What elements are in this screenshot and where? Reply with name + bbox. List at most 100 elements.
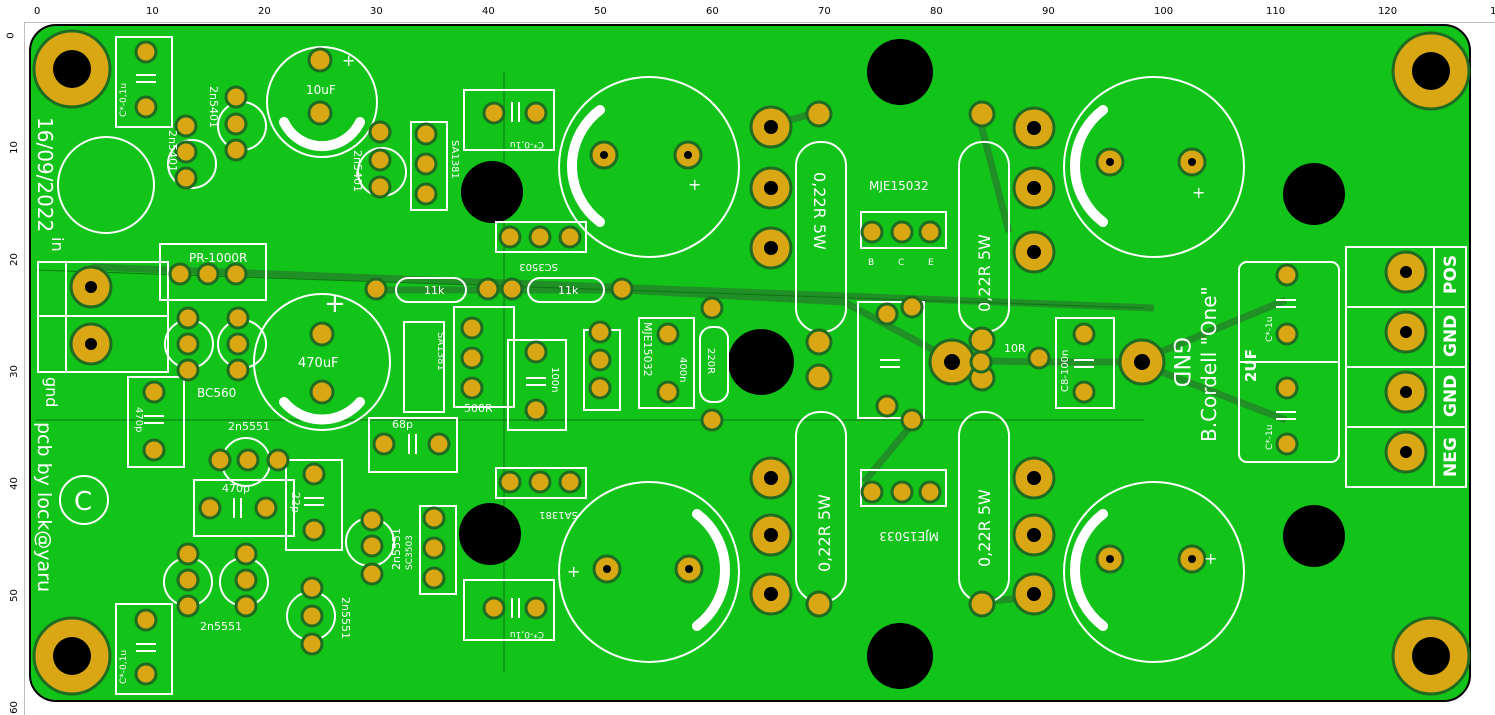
cap-68p-label: 68p <box>392 418 413 431</box>
ruler-x-tick: 90 <box>1042 6 1055 17</box>
ruler-x-tick: 120 <box>1378 6 1398 17</box>
sa1381-top-label: SA1381 <box>449 140 460 179</box>
ruler-x-tick: 1 <box>1490 6 1495 17</box>
cap-470uf-label: 470uF <box>298 356 339 371</box>
svg-text:+: + <box>1204 549 1217 568</box>
ruler-y-tick: 20 <box>8 253 20 266</box>
cap-c01-c-label: C*-0,1u <box>510 139 544 149</box>
ruler-x-tick: 60 <box>706 6 719 17</box>
hole-heatsink-7 <box>867 623 933 689</box>
ruler-x-tick: 80 <box>930 6 943 17</box>
cap-470p-b-label: 470p <box>133 407 144 432</box>
sc3503-top-label: SC3503 <box>519 261 558 272</box>
svg-text:+: + <box>324 289 346 319</box>
ruler-y-tick: 30 <box>8 365 20 378</box>
r220-label: 220R <box>705 348 716 374</box>
pin-b-label: B <box>868 258 874 268</box>
hole-heatsink-5 <box>459 503 521 565</box>
ruler-x-tick: 20 <box>258 6 271 17</box>
mje15032-top-label: MJE15032 <box>869 179 929 193</box>
svg-text:+: + <box>342 51 355 70</box>
ruler-y-tick: 10 <box>8 141 20 154</box>
svg-text:+: + <box>688 175 701 194</box>
cap-10uf-label: 10uF <box>306 83 336 97</box>
mount-hole-bl <box>32 616 112 696</box>
horizontal-ruler: 0 10 20 30 40 50 60 70 80 90 100 110 120 1 <box>0 0 1495 23</box>
t2n5401-b-label: 2n5401 <box>207 86 220 128</box>
ruler-y-tick: 50 <box>8 589 20 602</box>
bc560-label: BC560 <box>197 386 236 400</box>
silk-labels: 16/09/2022 in gnd pcb by lock@yaru C B.C… <box>33 83 1461 684</box>
copyright-mark: C <box>74 487 92 517</box>
silkscreen <box>37 36 1467 695</box>
svg-text:+: + <box>567 562 580 581</box>
r022-4-label: 0,22R 5W <box>975 489 994 567</box>
sc3503-bot-label: SC3503 <box>405 535 415 570</box>
cap-2uf-label: 2UF <box>1242 349 1260 382</box>
plus-marks: + + + + + + <box>324 51 1217 581</box>
ruler-x-tick: 50 <box>594 6 607 17</box>
hole-heatsink-2 <box>461 161 523 223</box>
ruler-y-tick: 60 <box>8 701 20 714</box>
hole-heatsink-4 <box>728 329 794 395</box>
hole-heatsink-3 <box>1283 163 1345 225</box>
res-500r-label: 500R <box>464 402 493 415</box>
hole-heatsink-6 <box>1283 505 1345 567</box>
term-gnd1-label: GND <box>1441 315 1461 357</box>
credit-label: pcb by lock@yaru <box>33 422 55 592</box>
t2n5551-d-label: 2n5551 <box>390 528 403 570</box>
mje15032-mid-label: MJE15032 <box>641 322 654 377</box>
mje15033-label: MJE15033 <box>879 529 939 543</box>
sa1381-mid-label: SA1381 <box>435 332 446 371</box>
t2n5401-c-label: 2n5401 <box>351 150 364 192</box>
ruler-x-tick: 0 <box>34 6 41 17</box>
mount-hole-tl <box>32 29 112 109</box>
t2n5551-c-label: 2n5551 <box>339 597 352 639</box>
r022-3-label: 0,22R 5W <box>815 494 834 572</box>
term-neg-label: NEG <box>1441 437 1461 477</box>
pads <box>69 40 1428 686</box>
cap-c1u-b-label: C*-1u <box>1265 425 1275 450</box>
gnd-big-label: GND <box>1168 337 1193 387</box>
cap-c01-d-label: C*-0,1u <box>510 629 544 639</box>
cap-c01-b-label: C*-0,1u <box>119 650 129 684</box>
mount-hole-tr <box>1391 31 1471 111</box>
mounting-holes <box>32 29 1471 696</box>
polarity-marks <box>279 105 1108 631</box>
sa1381-bot-label: SA1381 <box>539 509 578 520</box>
hole-heatsink-1 <box>867 39 933 105</box>
vertical-ruler: 0 10 20 30 40 50 60 <box>0 22 25 715</box>
pot-label: PR-1000R <box>189 251 247 265</box>
cap-22p-label: 22p <box>289 492 302 513</box>
t2n5401-a-label: 2n5401 <box>166 130 179 172</box>
ruler-x-tick: 70 <box>818 6 831 17</box>
author-label: B.Cordell "One" <box>1197 286 1221 442</box>
r10-label: 10R <box>1004 342 1026 355</box>
cap-470p-a-label: 470p <box>222 482 250 495</box>
pin-e-label: E <box>928 258 934 268</box>
r11k-a-label: 11k <box>424 284 445 297</box>
r022-2-label: 0,22R 5W <box>975 234 994 312</box>
input-label: in <box>48 237 67 252</box>
ruler-y-tick: 40 <box>8 477 20 490</box>
ruler-x-tick: 10 <box>146 6 159 17</box>
ruler-x-tick: 30 <box>370 6 383 17</box>
mount-hole-br <box>1391 616 1471 696</box>
ruler-x-tick: 40 <box>482 6 495 17</box>
cap-c1u-a-label: C*-1u <box>1265 317 1275 342</box>
cap-symbols <box>136 74 1296 652</box>
ruler-x-tick: 110 <box>1266 6 1286 17</box>
term-pos-label: POS <box>1441 255 1461 294</box>
ruler-y-tick: 0 <box>5 32 17 39</box>
cap-100n-label: 100n <box>549 367 560 392</box>
term-gnd2-label: GND <box>1441 375 1461 417</box>
pcb-canvas[interactable]: + + + + + + 16/09/2022 in gnd pcb by loc… <box>24 22 1495 715</box>
t2n5551-b-label: 2n5551 <box>200 620 242 633</box>
r11k-b-label: 11k <box>558 284 579 297</box>
t2n5551-a-label: 2n5551 <box>228 420 270 433</box>
cap-c01-a-label: C*-0,1u <box>119 83 129 117</box>
date-label: 16/09/2022 <box>33 117 57 232</box>
gnd-left-label: gnd <box>42 377 61 407</box>
ruler-x-tick: 100 <box>1154 6 1174 17</box>
cap-400n-label: 400n <box>677 357 688 382</box>
